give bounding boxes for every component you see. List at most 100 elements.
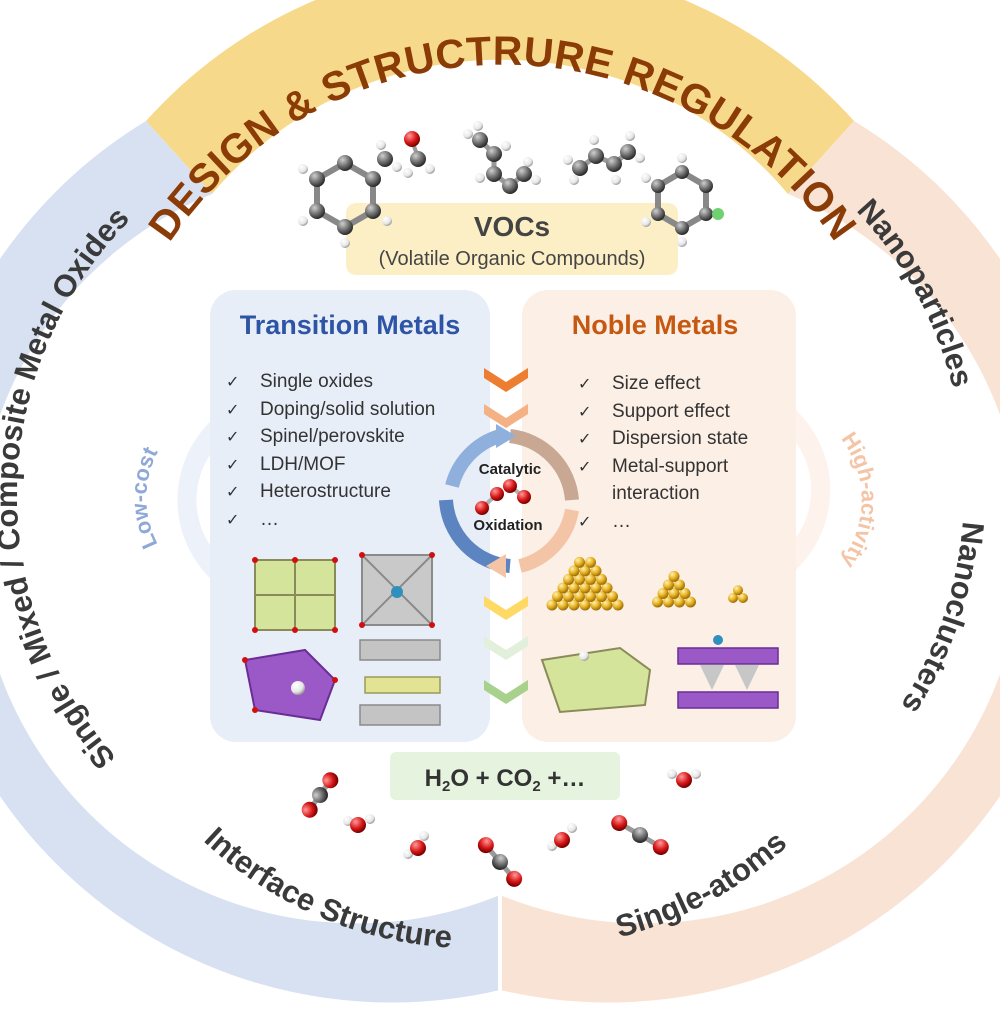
- ring-label-nanoclusters-path: Nanoclusters: [895, 520, 991, 720]
- cycle-arrowhead-icon: [486, 554, 506, 578]
- gold-atom: [668, 587, 680, 599]
- gold-atom: [663, 596, 674, 608]
- h2o-molecule-icon: [667, 769, 701, 788]
- propane-molecule-icon: [563, 131, 645, 185]
- gold-atom: [728, 593, 738, 603]
- high-activity-arc: [790, 405, 831, 575]
- vocs-title: VOCs: [474, 211, 550, 242]
- gold-atom: [657, 587, 669, 599]
- gold-atom: [568, 565, 580, 577]
- list-item-label: Metal-support: [612, 455, 729, 477]
- list-item: ✓…: [226, 506, 486, 534]
- products-label: H2O + CO2 +…: [425, 765, 586, 795]
- low-cost-label-path: Low-cost: [126, 442, 162, 553]
- check-icon: ✓: [578, 374, 592, 393]
- chlorobenzene-molecule-icon: [641, 153, 724, 247]
- gold-atom: [568, 582, 580, 594]
- outer-ring: [0, 0, 1000, 1003]
- spinel-structure-icon: [252, 557, 338, 633]
- transition-metals-title: Transition Metals: [240, 310, 461, 340]
- gold-atom: [607, 590, 618, 602]
- ring-divider: [818, 719, 882, 765]
- products-o-co: O + CO: [450, 765, 532, 792]
- high-activity-label: High-activity: [836, 427, 882, 573]
- check-icon: ✓: [226, 509, 240, 529]
- ring-segment-left: [0, 121, 500, 1003]
- single-atom-icon: [728, 585, 748, 603]
- h2o-molecule-icon: [403, 831, 429, 859]
- cycle-label-catalytic: Catalytic: [479, 461, 542, 478]
- toluene-molecule-icon: [298, 140, 402, 248]
- vocs-panel: [346, 203, 678, 275]
- products-sub-2b: 2: [532, 778, 540, 795]
- list-item: ✓Doping/solid solution: [226, 396, 486, 424]
- list-item-label: Size effect: [612, 373, 701, 394]
- gold-atom: [557, 582, 569, 594]
- check-icon: ✓: [578, 401, 592, 421]
- gold-atom: [668, 570, 680, 582]
- ring-divider: [877, 427, 976, 446]
- formaldehyde-molecule-icon: [403, 131, 435, 178]
- cycle-label-oxidation: Oxidation: [473, 517, 542, 534]
- gold-atom: [568, 599, 580, 611]
- ring-segment-top: [146, 0, 854, 194]
- list-item-label: interaction: [612, 483, 700, 504]
- list-item-label: Spinel/perovskite: [260, 426, 405, 447]
- gold-atom: [733, 585, 743, 596]
- gold-atom: [563, 590, 574, 602]
- h2o-molecule-icon: [547, 823, 577, 851]
- list-item: ✓Support effect: [578, 398, 793, 426]
- mof-structure-icon: [242, 648, 338, 722]
- co2-molecule-icon: [477, 837, 523, 887]
- h2o-molecule-icon: [343, 814, 375, 833]
- gold-atom: [674, 579, 685, 591]
- co2-molecule-icon: [611, 815, 669, 855]
- gold-atom: [590, 565, 602, 577]
- gold-atom: [585, 573, 596, 585]
- list-item: ✓ LDH/MOF: [226, 451, 486, 479]
- gold-atom: [601, 582, 613, 594]
- supported-single-atom-structure-icon: [677, 635, 779, 709]
- gold-atom: [585, 590, 596, 602]
- ring-segment-right: [500, 121, 1000, 1003]
- gold-atom: [738, 593, 748, 603]
- gold-atom: [679, 587, 691, 599]
- chevron-down-icon: [484, 404, 528, 428]
- noble-metals-list: ✓ Size effect ✓Support effect ✓Dispersion…: [578, 370, 793, 535]
- list-item: ✓Dispersion state: [578, 425, 793, 453]
- high-activity-label-path: High-activity: [836, 427, 882, 573]
- gold-atom: [585, 556, 596, 568]
- nanocluster-icon: [652, 570, 696, 608]
- list-item: ✓Metal-support: [578, 453, 793, 481]
- supported-particle-structure-icon: [540, 646, 652, 714]
- list-item-label: …: [612, 510, 631, 532]
- products-tail: +…: [541, 765, 586, 792]
- check-icon: ✓: [226, 454, 240, 474]
- gold-atom: [574, 590, 585, 602]
- gold-atom: [579, 582, 591, 594]
- ring-divider: [147, 767, 215, 818]
- list-item-label: Heterostructure: [260, 481, 391, 502]
- check-icon: ✓: [226, 482, 240, 501]
- products-panel: [390, 752, 620, 800]
- list-item: ✓…: [578, 508, 793, 536]
- gold-atom: [552, 590, 563, 602]
- noble-metals-title: Noble Metals: [572, 310, 739, 340]
- layered-structure-icon: [359, 639, 441, 726]
- list-item-label: LDH/MOF: [260, 453, 346, 475]
- vocs-subtitle: (Volatile Organic Compounds): [379, 248, 646, 270]
- chevron-down-icon: [484, 368, 528, 392]
- gold-atom: [596, 590, 607, 602]
- gold-atom: [546, 599, 558, 611]
- check-icon: ✓: [226, 372, 240, 391]
- products-sub-2a: 2: [442, 778, 450, 795]
- list-item-label: Doping/solid solution: [260, 398, 436, 420]
- chevron-arrows: [484, 368, 528, 704]
- chevron-down-icon: [484, 636, 528, 660]
- products-h: H: [425, 765, 442, 792]
- gold-atom: [601, 599, 613, 611]
- list-item: ✓Spinel/perovskite: [226, 423, 486, 451]
- ring-label-nanoclusters: Nanoclusters: [895, 520, 991, 720]
- gold-atom: [574, 573, 585, 585]
